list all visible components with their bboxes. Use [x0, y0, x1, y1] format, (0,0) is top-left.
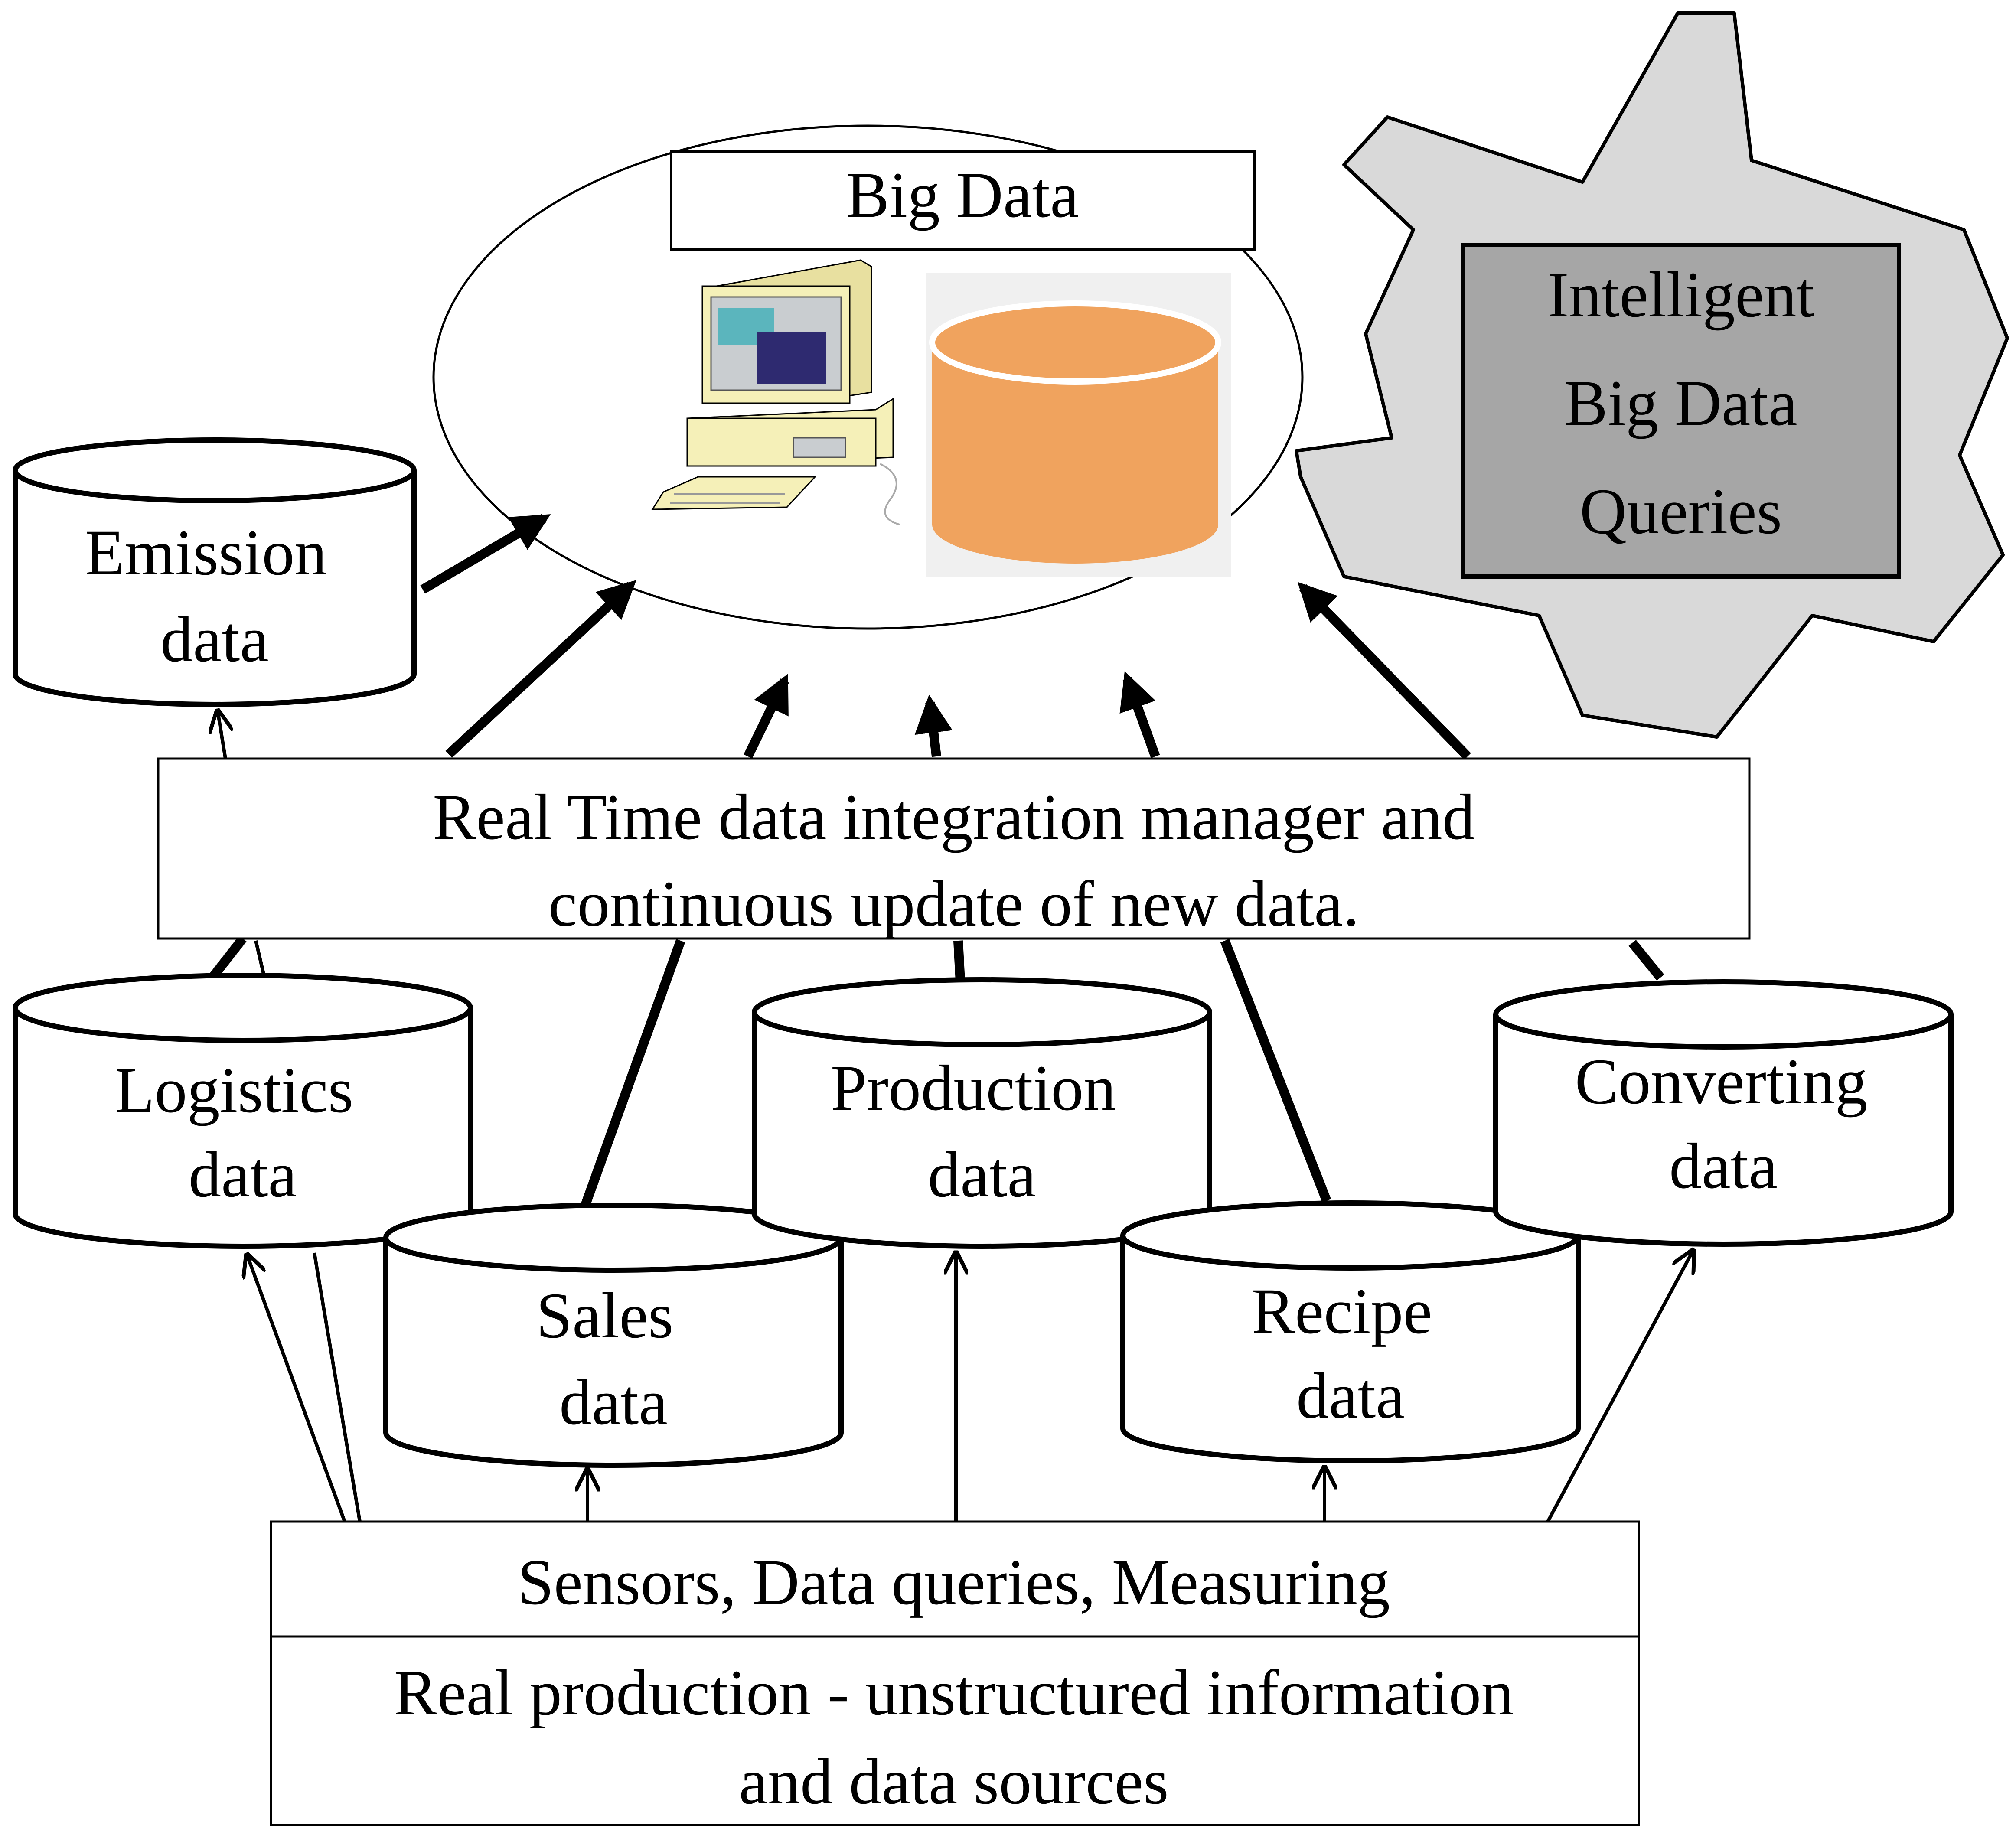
sensors-box — [270, 1520, 1640, 1638]
emission-label-2: data — [160, 603, 269, 675]
arrow-manager-to-bigdata-1 — [445, 580, 636, 758]
sales-label-2: data — [559, 1366, 668, 1438]
query-box — [1461, 243, 1901, 579]
thin-link-logistics-a — [313, 1252, 362, 1522]
converting-database: Converting data — [1493, 979, 1954, 1247]
arrow-manager-to-bigdata-5 — [1297, 582, 1471, 760]
query-line-2: Big Data — [1564, 367, 1797, 439]
emission-database: Emission data — [13, 437, 417, 707]
integration-manager: Real Time data integration manager and c… — [157, 757, 1751, 940]
database-icon — [926, 273, 1231, 577]
real-production: Real production - unstructured informati… — [270, 1635, 1640, 1826]
production-database: Production data — [752, 977, 1212, 1249]
production-label-2: data — [928, 1139, 1036, 1211]
thin-link-left — [254, 940, 266, 978]
link-logistics-to-manager — [209, 935, 247, 981]
sensors-label: Sensors, Data queries, Measuring — [518, 1546, 1390, 1618]
logistics-label-2: data — [189, 1139, 297, 1211]
arrow-manager-to-bigdata-3 — [914, 694, 953, 757]
arrow-manager-to-bigdata-4 — [1119, 671, 1160, 758]
production-label-1: Production — [831, 1052, 1116, 1124]
integration-manager-line-2: continuous update of new data. — [548, 868, 1359, 940]
sales-label-1: Sales — [536, 1280, 674, 1352]
real-production-box — [270, 1635, 1640, 1826]
link-production-to-manager — [953, 940, 965, 982]
converting-label-2: data — [1669, 1130, 1778, 1202]
arrow-sensors-to-converting — [1546, 1251, 1693, 1522]
recipe-label-1: Recipe — [1252, 1275, 1432, 1347]
sensors: Sensors, Data queries, Measuring — [270, 1520, 1640, 1638]
query-line-1: Intelligent — [1547, 259, 1814, 331]
converting-label-1: Converting — [1575, 1046, 1868, 1118]
real-production-line-2: and data sources — [739, 1746, 1168, 1818]
arrow-sensors-to-logistics — [247, 1255, 346, 1522]
logistics-database: Logistics data — [13, 973, 473, 1249]
arrow-emission-to-bigdata — [420, 514, 551, 594]
emission-label-1: Emission — [85, 517, 327, 589]
link-recipe-to-manager — [1220, 939, 1331, 1203]
big-data-title-box — [670, 150, 1256, 251]
computer-icon — [651, 259, 900, 525]
integration-manager-line-1: Real Time data integration manager and — [433, 781, 1475, 853]
intelligent-queries-gear: Intelligent Big Data Queries — [1295, 11, 2009, 739]
recipe-label-2: data — [1296, 1360, 1405, 1432]
query-line-3: Queries — [1580, 476, 1782, 548]
recipe-database: Recipe data — [1120, 1200, 1581, 1463]
link-converting-to-manager — [1628, 940, 1664, 981]
sales-database: Sales data — [383, 1203, 844, 1468]
integration-arrows — [209, 514, 1664, 1207]
big-data-title: Big Data — [846, 159, 1079, 231]
big-data-hub: Big Data — [432, 124, 1304, 630]
arrow-manager-to-bigdata-2 — [744, 674, 789, 759]
arrow-logistics-to-emission — [218, 711, 225, 759]
integration-manager-box — [157, 757, 1751, 940]
logistics-label-1: Logistics — [115, 1054, 353, 1126]
real-production-line-1: Real production - unstructured informati… — [394, 1657, 1514, 1729]
sensor-arrows — [247, 1251, 1693, 1522]
link-sales-to-manager — [581, 939, 685, 1207]
